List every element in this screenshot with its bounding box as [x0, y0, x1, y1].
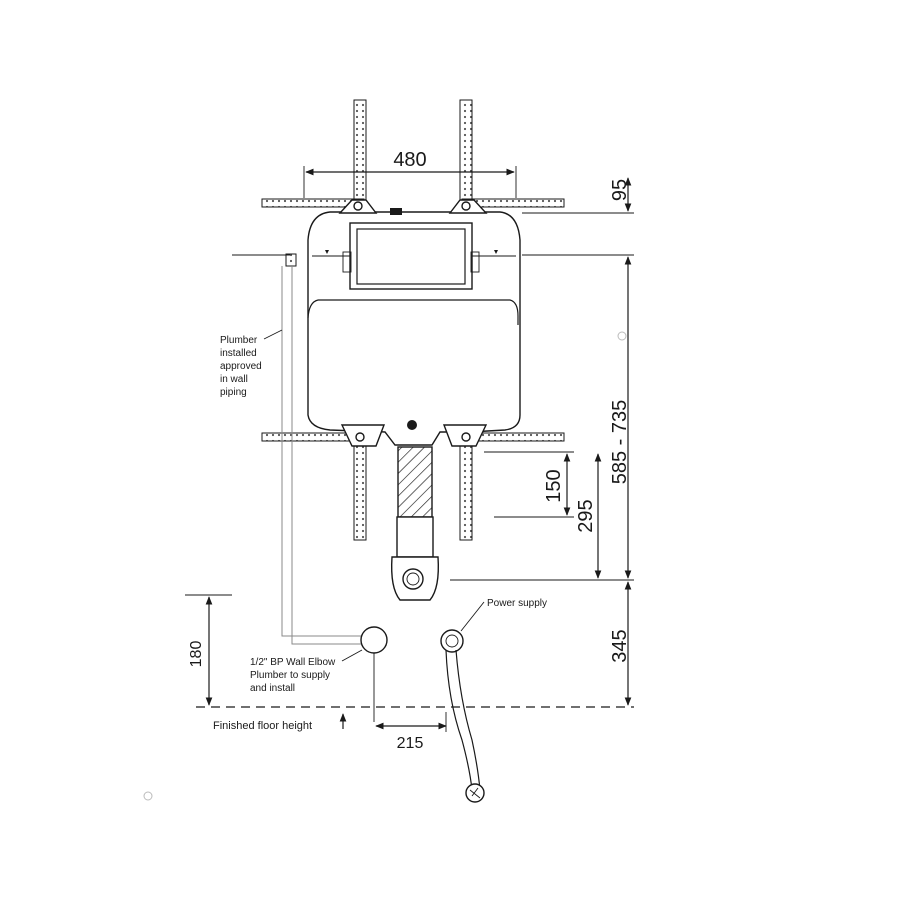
- registration-mark: [617, 331, 627, 341]
- plumber-piping-note: Plumber installed approved in wall pipin…: [220, 329, 283, 398]
- dim-150: 150: [543, 469, 565, 502]
- extension-lines: [185, 166, 634, 708]
- elbow-note-line-1: 1/2" BP Wall Elbow: [250, 657, 336, 668]
- water-supply-piping: [281, 253, 388, 722]
- plumber-note-line-4: in wall: [220, 374, 248, 385]
- dim-345: 345: [609, 629, 631, 662]
- elbow-note-line-2: Plumber to supply: [250, 670, 330, 681]
- dim-295: 295: [575, 499, 597, 532]
- finished-floor-label: Finished floor height: [213, 720, 312, 732]
- registration-mark: [143, 791, 153, 801]
- dim-top-95: 95: [609, 179, 631, 201]
- power-supply-label: Power supply: [487, 598, 547, 609]
- power-supply-cable: [440, 601, 485, 803]
- elbow-note-line-3: and install: [250, 683, 295, 694]
- dim-width-480: 480: [393, 149, 426, 171]
- dimension-lines: [205, 168, 632, 732]
- plumber-note-line-3: approved: [220, 361, 262, 372]
- dim-height-range: 585 - 735: [609, 400, 631, 485]
- plumber-note-line-5: piping: [220, 387, 247, 398]
- dim-180: 180: [188, 641, 205, 668]
- dim-215: 215: [397, 735, 424, 752]
- flush-pipe: [390, 446, 440, 601]
- cistern-body: [307, 199, 521, 447]
- wall-elbow-note: 1/2" BP Wall Elbow Plumber to supply and…: [250, 649, 363, 694]
- mounting-rods: [353, 99, 473, 541]
- plumber-note-line-1: Plumber: [220, 335, 258, 346]
- plumber-note-line-2: installed: [220, 348, 257, 359]
